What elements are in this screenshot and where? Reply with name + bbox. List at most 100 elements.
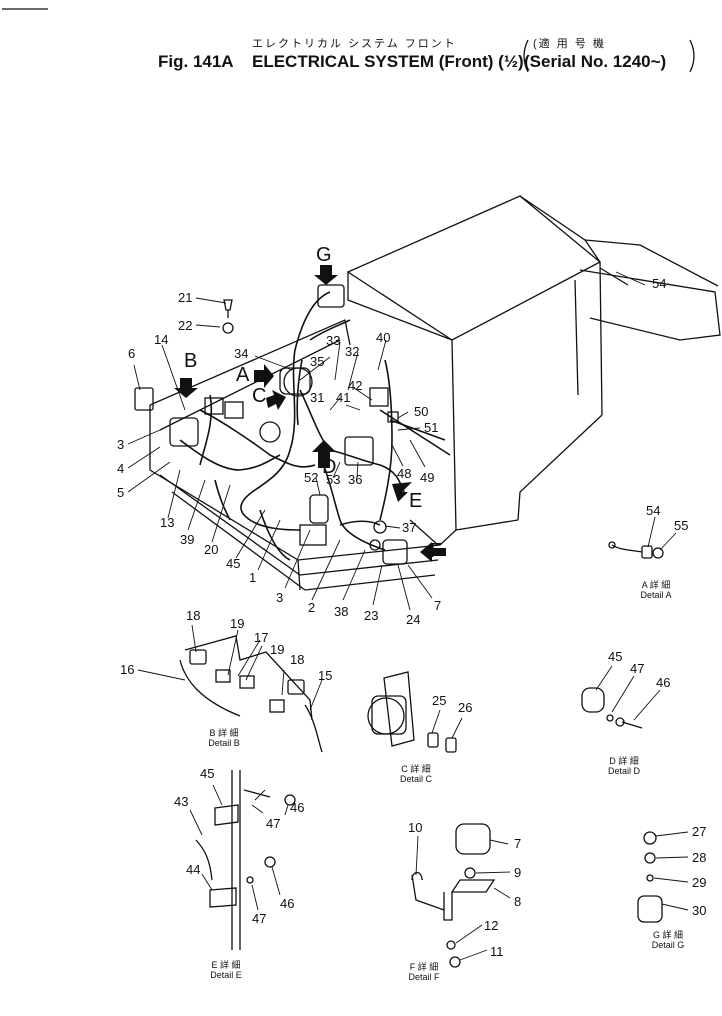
callout-13: 13 [160,515,175,530]
view-letter-g: G [316,244,332,266]
detail-f-callout-8: 8 [514,894,522,909]
callout-6: 6 [128,346,136,361]
arrow-f-icon [420,542,446,562]
detail-e-callout-45: 45 [200,766,215,781]
callout-5: 5 [117,485,125,500]
detail-a-art [608,516,677,559]
detail-d-en: Detail D [607,766,640,776]
detail-b-callout-17: 17 [254,630,269,645]
detail-g-callout-28: 28 [692,850,707,865]
arrow-e-icon [392,482,412,502]
detail-b-callout-16: 16 [120,662,135,677]
view-letter-f: F [430,540,443,562]
detail-c-art [367,671,463,753]
detail-e-callout-44: 44 [186,862,201,877]
callout-3b: 3 [276,590,284,605]
callout-32: 32 [345,344,360,359]
callout-51: 51 [424,420,439,435]
detail-e-callout-47b: 47 [252,911,267,926]
view-letter-e: E [409,490,423,512]
detail-b-jp: B 詳 細 [209,728,239,738]
callout-50: 50 [414,404,429,419]
detail-f-callout-9: 9 [514,865,522,880]
callout-20: 20 [204,542,219,557]
callout-35: 35 [310,354,325,369]
leader-lines [127,271,646,611]
cab-housing [346,195,721,531]
detail-e-art [189,770,296,950]
detail-d-label: D 詳 細 Detail D [598,756,650,776]
detail-g-callout-30: 30 [692,903,707,918]
callout-33: 33 [326,333,341,348]
serial-number: (Serial No. 1240~) [524,52,667,71]
front-console [149,319,457,591]
detail-e-callout-43: 43 [174,794,189,809]
detail-b-label: B 詳 細 Detail B [196,728,252,748]
detail-f-en: Detail F [408,972,440,982]
detail-a-en: Detail A [640,590,672,600]
detail-e-callout-46b: 46 [280,896,295,911]
arrow-d-icon [312,440,336,468]
detail-c-label: C 詳 細 Detail C [390,764,442,784]
view-arrows [174,265,446,562]
wire-harness [179,291,451,561]
callout-42: 42 [348,378,363,393]
detail-d-art [581,665,661,729]
callout-22: 22 [178,318,193,333]
detail-f-jp: F 詳 細 [409,962,439,972]
detail-c-callout-25: 25 [432,693,447,708]
arrow-a-icon [254,364,274,388]
detail-b-callout-18b: 18 [290,652,305,667]
detail-e-callout-47: 47 [266,816,281,831]
callout-39: 39 [180,532,195,547]
detail-b-en: Detail B [208,738,240,748]
callout-4: 4 [117,461,125,476]
callout-48: 48 [397,466,412,481]
serial-bracket-left [523,39,529,73]
detail-b-callout-15: 15 [318,668,333,683]
detail-b-callout-19b: 19 [270,642,285,657]
callout-49: 49 [420,470,435,485]
callout-34: 34 [234,346,249,361]
detail-d-callout-46: 46 [656,675,671,690]
detail-e-label: E 詳 細 Detail E [200,960,252,980]
view-letter-c: C [252,385,267,407]
detail-c-jp: C 詳 細 [401,764,431,774]
detail-d-callout-47: 47 [630,661,645,676]
detail-d-callout-45: 45 [608,649,623,664]
detail-f-callout-12: 12 [484,918,499,933]
detail-g-en: Detail G [651,940,685,950]
detail-a-callout-54: 54 [646,503,661,518]
callout-37: 37 [402,520,417,535]
callout-21: 21 [178,290,193,305]
detail-a-callout-55: 55 [674,518,689,533]
arrow-c-icon [266,390,286,410]
detail-e-jp: E 詳 細 [211,960,241,970]
detail-g-art [637,831,689,923]
callout-54: 54 [652,276,667,291]
serial-bracket-right [689,39,695,73]
page-title: ELECTRICAL SYSTEM (Front) (½) [252,52,524,71]
detail-f-label: F 詳 細 Detail F [398,962,450,982]
callout-36: 36 [348,472,363,487]
callout-1: 1 [249,570,257,585]
callout-53: 53 [326,472,341,487]
detail-c-callout-26: 26 [458,700,473,715]
callout-45: 45 [226,556,241,571]
callout-31: 31 [310,390,325,405]
detail-f-callout-11: 11 [490,944,504,959]
callout-23: 23 [364,608,379,623]
detail-b-art [137,624,323,753]
callout-7: 7 [434,598,442,613]
callout-2: 2 [308,600,316,615]
view-letter-b: B [184,350,198,372]
detail-a-label: A 詳 細 Detail A [630,580,682,600]
detail-g-label: G 詳 細 Detail G [642,930,694,950]
detail-f-callout-10: 10 [408,820,423,835]
components [134,284,408,565]
arrow-g-icon [314,265,338,285]
callout-14: 14 [154,332,169,347]
detail-e-en: Detail E [210,970,242,980]
detail-b-callout-19: 19 [230,616,245,631]
callout-52: 52 [304,470,319,485]
